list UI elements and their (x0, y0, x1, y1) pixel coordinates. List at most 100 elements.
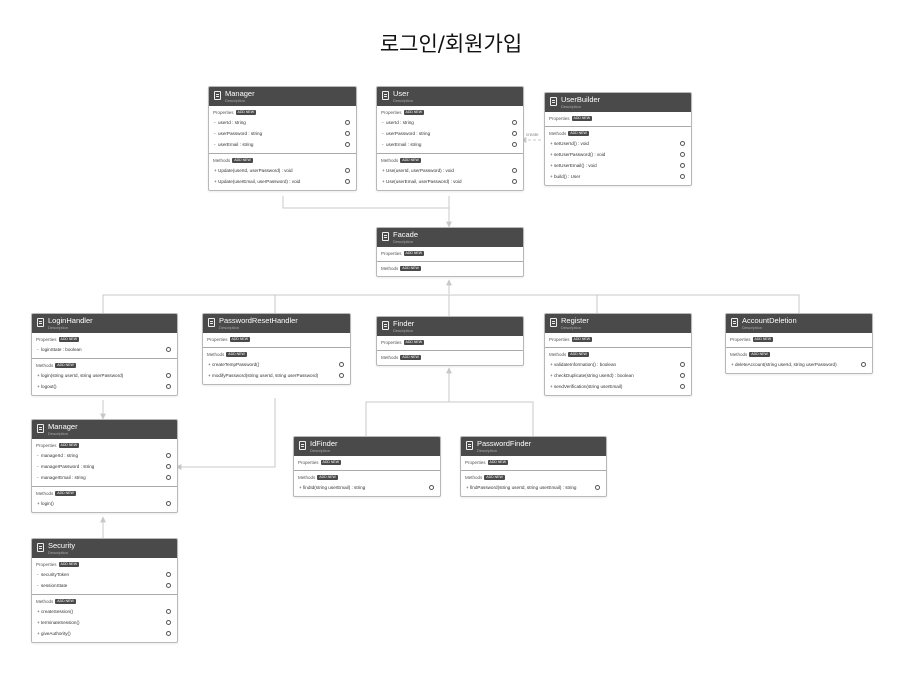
method-row[interactable]: +validateInformation() : boolean (549, 359, 687, 370)
property-row[interactable]: -userId : string (213, 117, 352, 128)
method-row[interactable]: +Use(userEmail, userPassword) : void (381, 176, 519, 187)
method-row[interactable]: +findId(string userEmail) : string (298, 482, 436, 493)
add-properties-button[interactable]: ADD NEW (229, 337, 251, 343)
settings-icon[interactable] (345, 142, 350, 148)
method-row[interactable]: +modifyPassword(string userId, string us… (207, 370, 346, 381)
row-controls[interactable] (511, 128, 517, 139)
property-row[interactable]: -userPassword : string (381, 128, 519, 139)
settings-icon[interactable] (166, 464, 171, 470)
settings-icon[interactable] (680, 141, 685, 147)
settings-icon[interactable] (861, 362, 866, 368)
settings-icon[interactable] (680, 384, 685, 390)
add-properties-button[interactable]: ADD NEW (235, 110, 257, 116)
row-controls[interactable] (165, 580, 171, 591)
add-methods-button[interactable]: ADD NEW (55, 599, 76, 605)
row-controls[interactable] (511, 117, 517, 128)
add-properties-button[interactable]: ADD NEW (403, 340, 425, 346)
method-row[interactable]: +setUserId() : void (549, 138, 687, 149)
row-controls[interactable] (165, 498, 171, 509)
settings-icon[interactable] (512, 179, 517, 185)
settings-icon[interactable] (680, 152, 685, 158)
add-methods-button[interactable]: ADD NEW (232, 158, 253, 164)
method-row[interactable]: +setUserEmail() : void (549, 160, 687, 171)
row-controls[interactable] (344, 128, 350, 139)
settings-icon[interactable] (512, 168, 517, 174)
method-row[interactable]: +createSession() (36, 606, 173, 617)
settings-icon[interactable] (166, 475, 171, 481)
settings-icon[interactable] (680, 174, 685, 180)
row-controls[interactable] (860, 359, 866, 370)
method-row[interactable]: +findPassword(string userId, string user… (465, 482, 602, 493)
settings-icon[interactable] (680, 362, 685, 368)
row-controls[interactable] (165, 344, 171, 355)
row-controls[interactable] (511, 139, 517, 150)
settings-icon[interactable] (166, 620, 171, 626)
settings-icon[interactable] (429, 485, 434, 491)
add-methods-button[interactable]: ADD NEW (749, 352, 770, 358)
method-row[interactable]: +logout() (36, 381, 173, 392)
row-controls[interactable] (165, 606, 171, 617)
settings-icon[interactable] (512, 131, 517, 137)
add-properties-button[interactable]: ADD NEW (58, 562, 80, 568)
property-row[interactable]: -loginState : boolean (36, 344, 173, 355)
row-controls[interactable] (428, 482, 434, 493)
row-controls[interactable] (165, 569, 171, 580)
add-methods-button[interactable]: ADD NEW (568, 131, 589, 137)
method-row[interactable]: +build() : User (549, 171, 687, 182)
row-controls[interactable] (338, 359, 344, 370)
row-controls[interactable] (344, 117, 350, 128)
add-methods-button[interactable]: ADD NEW (484, 475, 505, 481)
settings-icon[interactable] (680, 163, 685, 169)
settings-icon[interactable] (345, 179, 350, 185)
settings-icon[interactable] (166, 572, 171, 578)
add-properties-button[interactable]: ADD NEW (58, 443, 80, 449)
property-row[interactable]: -userEmail : string (381, 139, 519, 150)
row-controls[interactable] (165, 472, 171, 483)
method-row[interactable]: +Update(userEmail, userPassword) : void (213, 176, 352, 187)
method-row[interactable]: +login(string userId, string userPasswor… (36, 370, 173, 381)
method-row[interactable]: +giveAuthority() (36, 628, 173, 639)
row-controls[interactable] (165, 461, 171, 472)
row-controls[interactable] (344, 165, 350, 176)
property-row[interactable]: -userPassword : string (213, 128, 352, 139)
settings-icon[interactable] (512, 120, 517, 126)
method-row[interactable]: +setUserPassword() : void (549, 149, 687, 160)
settings-icon[interactable] (166, 453, 171, 459)
row-controls[interactable] (679, 149, 685, 160)
settings-icon[interactable] (166, 609, 171, 615)
method-row[interactable]: +deleteAccount(string userId, string use… (730, 359, 868, 370)
add-methods-button[interactable]: ADD NEW (568, 352, 589, 358)
method-row[interactable]: +createTempPassword() (207, 359, 346, 370)
row-controls[interactable] (511, 176, 517, 187)
row-controls[interactable] (165, 381, 171, 392)
property-row[interactable]: -managerPassword : string (36, 461, 173, 472)
row-controls[interactable] (679, 381, 685, 392)
row-controls[interactable] (594, 482, 600, 493)
settings-icon[interactable] (166, 384, 171, 390)
add-properties-button[interactable]: ADD NEW (487, 460, 509, 466)
property-row[interactable]: -userEmail : string (213, 139, 352, 150)
add-properties-button[interactable]: ADD NEW (752, 337, 774, 343)
add-properties-button[interactable]: ADD NEW (403, 251, 425, 257)
row-controls[interactable] (679, 160, 685, 171)
add-methods-button[interactable]: ADD NEW (55, 491, 76, 497)
property-row[interactable]: -managerId : string (36, 450, 173, 461)
row-controls[interactable] (165, 628, 171, 639)
row-controls[interactable] (679, 359, 685, 370)
row-controls[interactable] (165, 617, 171, 628)
add-properties-button[interactable]: ADD NEW (58, 337, 80, 343)
property-row[interactable]: -sessionState (36, 580, 173, 591)
add-properties-button[interactable]: ADD NEW (320, 460, 342, 466)
settings-icon[interactable] (166, 501, 171, 507)
method-row[interactable]: +terminateSession() (36, 617, 173, 628)
add-methods-button[interactable]: ADD NEW (226, 352, 247, 358)
